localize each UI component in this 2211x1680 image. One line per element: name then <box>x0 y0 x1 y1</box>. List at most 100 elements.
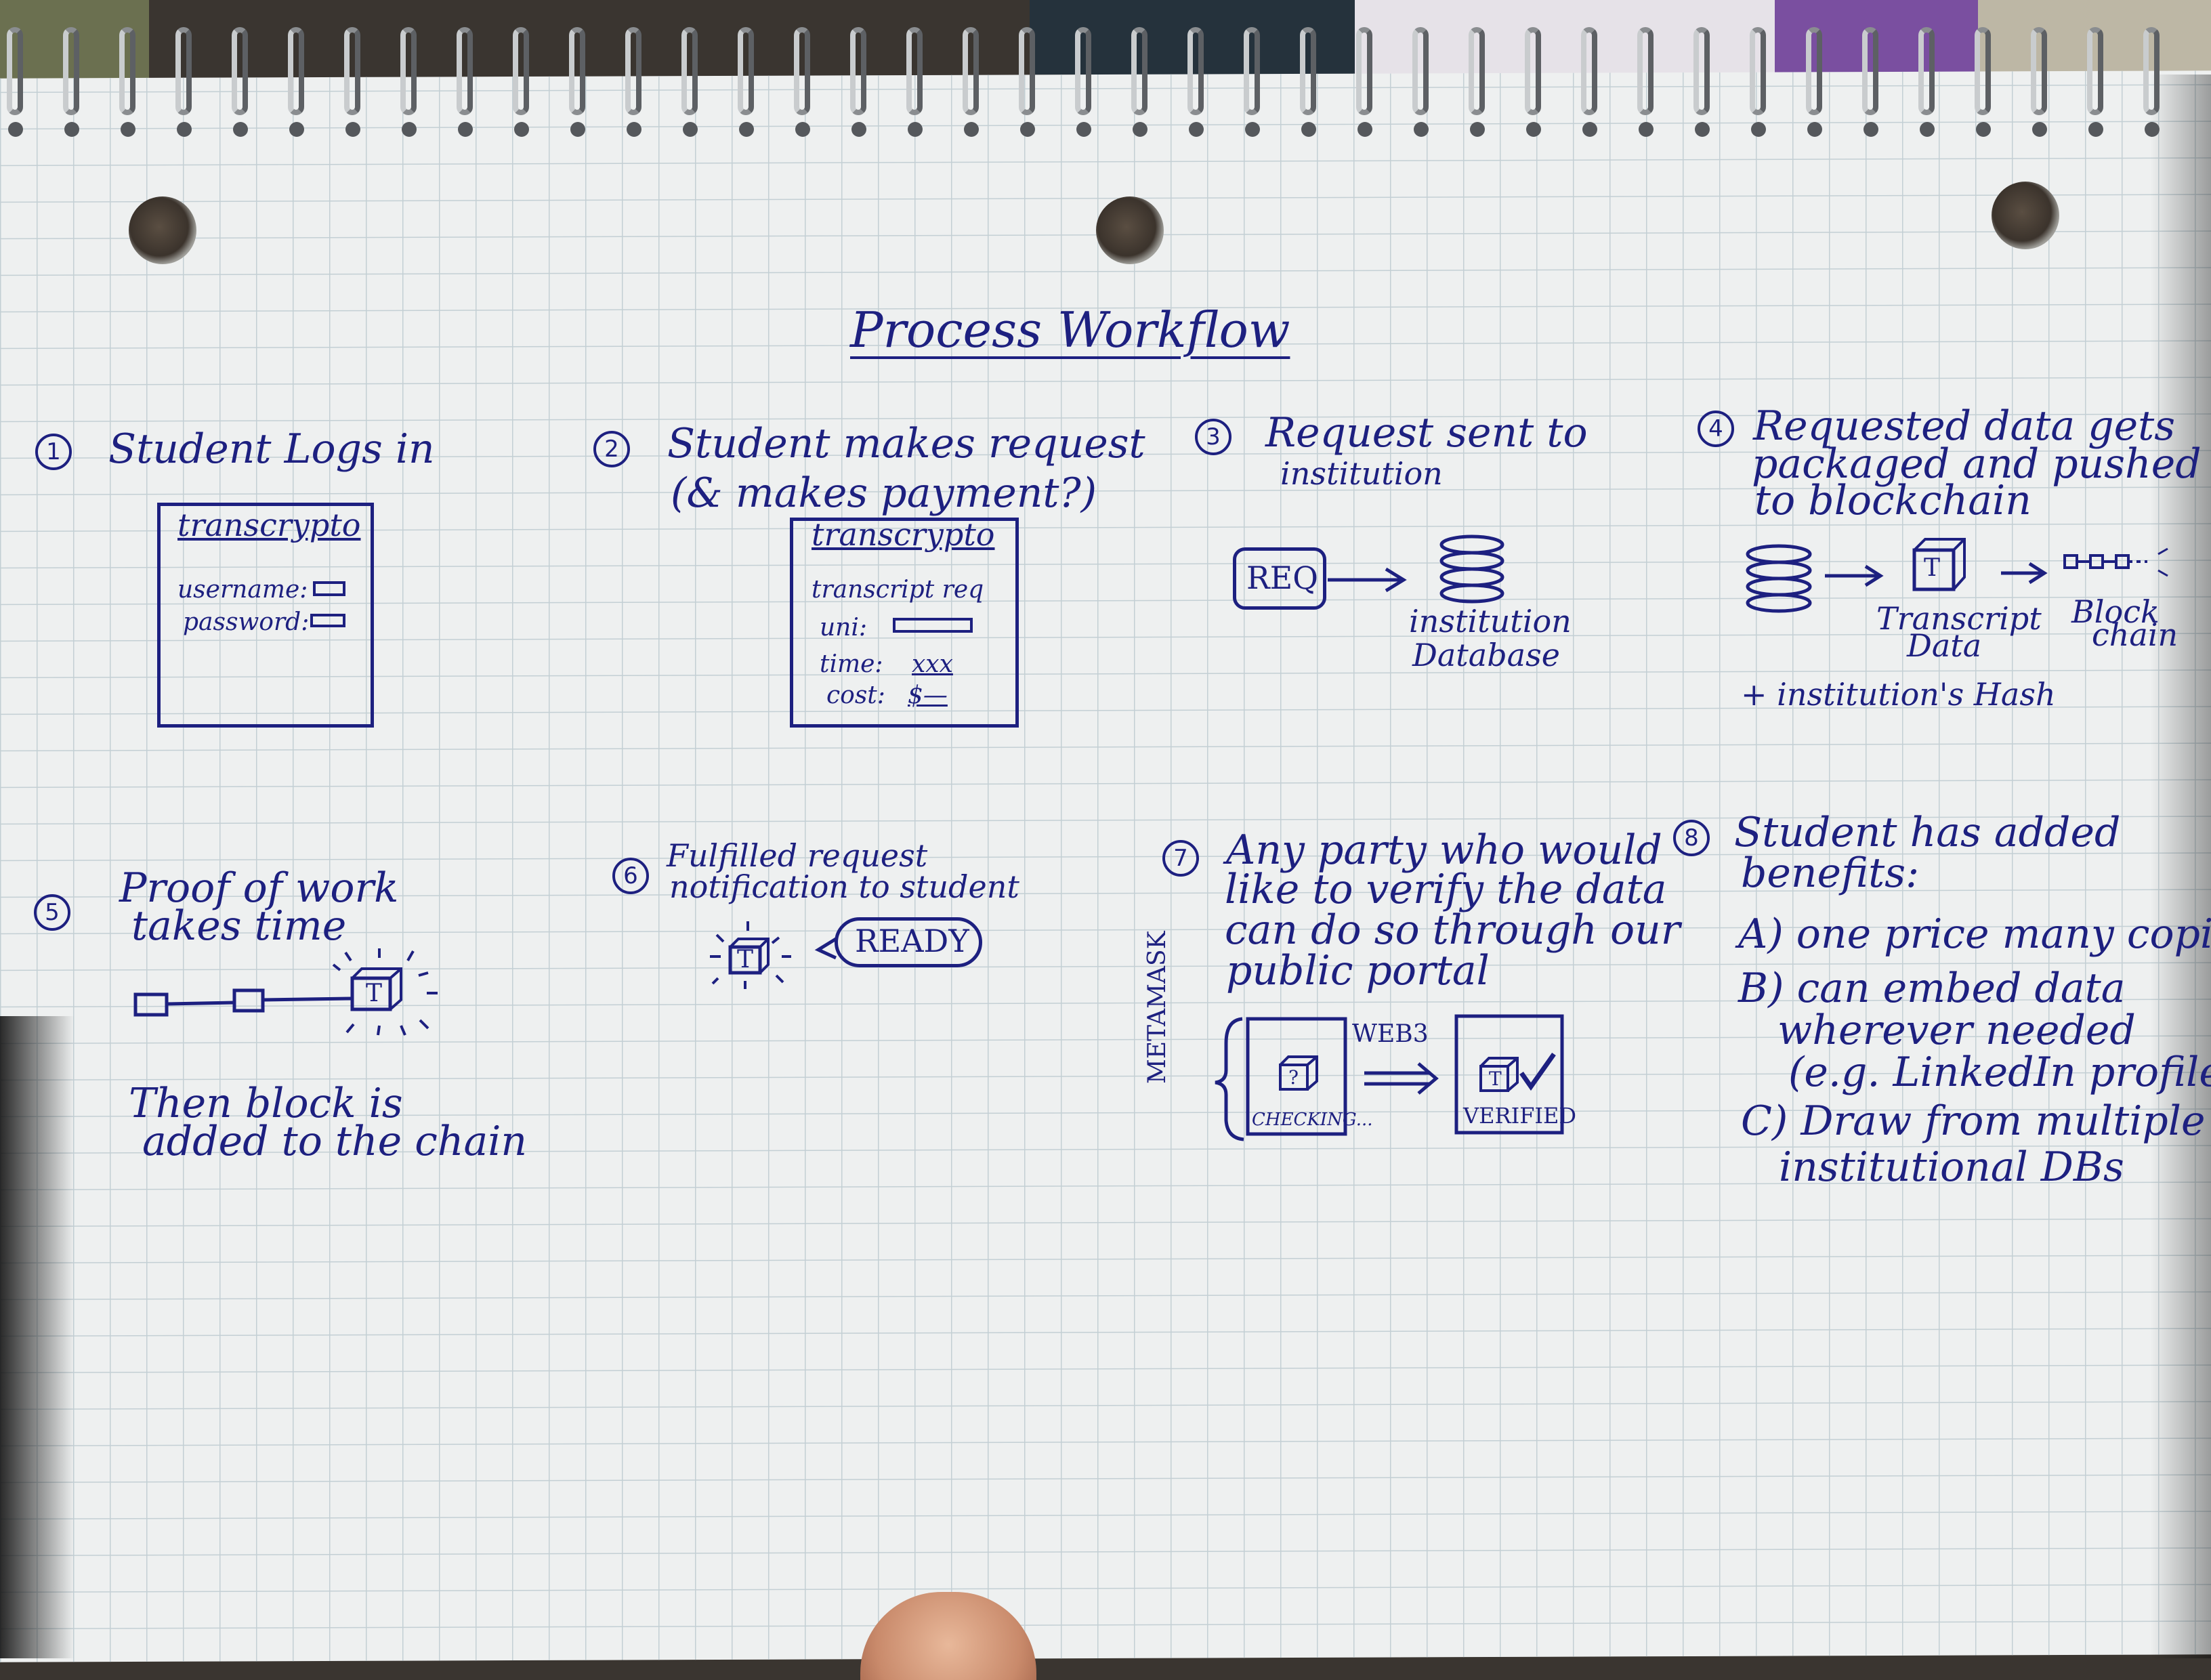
step-heading-line: like to verify the data <box>1225 866 1667 913</box>
page-edge-shadow-left <box>0 1016 75 1658</box>
step-heading: Any party who would <box>1226 826 1662 874</box>
step-heading: Student makes request <box>667 420 1145 467</box>
sketch-time-value: xxx <box>912 650 953 678</box>
spiral-coil <box>569 27 585 115</box>
sketch-app-name: transcrypto <box>177 507 361 543</box>
binding-hole <box>1076 122 1091 137</box>
page-title: Process Workflow <box>850 301 1290 358</box>
spiral-coil <box>794 27 810 115</box>
step-number: 2 <box>593 431 630 467</box>
sketch-password-field <box>310 614 345 627</box>
sketch-uni-dropdown <box>893 618 973 633</box>
transcript-data-label: Transcript <box>1876 600 2042 637</box>
binding-hole <box>345 122 360 137</box>
checking-label: CHECKING... <box>1252 1110 1373 1130</box>
binding-hole <box>121 122 135 137</box>
hash-note: + institution's Hash <box>1741 676 2056 713</box>
spiral-coil <box>681 27 698 115</box>
benefit-item: C) Draw from multiple <box>1741 1097 2206 1145</box>
binding-hole <box>2032 122 2047 137</box>
binding-hole <box>458 122 473 137</box>
sketch-cost-label: cost: <box>826 681 885 709</box>
binding-hole <box>402 122 417 137</box>
spiral-coil <box>1469 27 1485 115</box>
spiral-coil <box>1637 27 1654 115</box>
binding-hole <box>570 122 585 137</box>
database-disk <box>1439 583 1504 604</box>
spiral-coil <box>1862 27 1878 115</box>
step-number: 1 <box>35 434 72 470</box>
step-heading-line: takes time <box>131 902 347 950</box>
step-heading-line: public portal <box>1226 947 1490 994</box>
binding-hole <box>1639 122 1654 137</box>
database-label: Database <box>1412 637 1560 673</box>
binding-hole <box>627 122 641 137</box>
spiral-coil <box>625 27 641 115</box>
binding-hole <box>1414 122 1429 137</box>
request-screen-sketch <box>790 518 1019 728</box>
spiral-coil <box>175 27 192 115</box>
spiral-coil <box>850 27 866 115</box>
spiral-coil <box>1075 27 1091 115</box>
transcript-data-label: Data <box>1907 627 1982 664</box>
binding-hole <box>1582 122 1597 137</box>
spiral-coil <box>963 27 979 115</box>
spiral-coil <box>63 27 79 115</box>
spiral-coil <box>457 27 473 115</box>
request-label: REQ <box>1246 560 1318 596</box>
step-heading-line: packaged and pushed <box>1752 440 2202 488</box>
binding-hole <box>964 122 979 137</box>
punch-hole <box>129 196 196 264</box>
database-label: institution <box>1409 603 1572 639</box>
step-number: 3 <box>1195 419 1231 455</box>
binding-hole <box>1245 122 1260 137</box>
binding-hole <box>514 122 529 137</box>
step-heading: Fulfilled request <box>667 837 928 874</box>
request-box <box>1233 547 1326 610</box>
spiral-coil <box>7 27 23 115</box>
ready-label: READY <box>855 923 969 959</box>
sketch-uni-label: uni: <box>820 614 868 642</box>
cube-letter: T <box>1924 554 1941 582</box>
step-heading-line: benefits: <box>1741 849 1920 897</box>
spiral-coil <box>2031 27 2047 115</box>
binding-hole <box>2088 122 2103 137</box>
binding-hole <box>177 122 192 137</box>
login-screen-sketch <box>157 503 374 728</box>
spiral-coil <box>1693 27 1710 115</box>
step-heading-line: can do so through our <box>1225 906 1681 954</box>
binding-hole <box>1695 122 1710 137</box>
binding-hole <box>64 122 79 137</box>
binding-hole <box>1807 122 1822 137</box>
sketch-cost-value: $— <box>908 681 948 709</box>
cube-letter: T <box>366 980 383 1007</box>
benefit-item: wherever needed <box>1777 1007 2136 1054</box>
spiral-coil <box>738 27 754 115</box>
binding-hole <box>1751 122 1766 137</box>
binding-hole <box>1920 122 1935 137</box>
database-stack <box>1439 534 1504 604</box>
benefit-item: B) can embed data <box>1738 965 2126 1012</box>
binding-hole <box>851 122 866 137</box>
binding-hole <box>739 122 754 137</box>
binding-hole <box>8 122 23 137</box>
binding-hole <box>233 122 248 137</box>
sketch-time-label: time: <box>820 650 883 678</box>
spiral-coil <box>1918 27 1935 115</box>
spiral-coil <box>1187 27 1204 115</box>
spiral-coil <box>288 27 304 115</box>
cube-letter: T <box>737 946 754 973</box>
blockchain-label: Block <box>2071 593 2160 630</box>
spiral-coil <box>400 27 417 115</box>
step-heading: Requested data gets <box>1753 402 2176 450</box>
database-stack <box>1746 544 1812 613</box>
benefit-item: A) one price many copies <box>1738 910 2211 958</box>
benefit-item: institutional DBs <box>1779 1143 2124 1191</box>
punch-hole <box>1096 196 1164 264</box>
verified-cube-letter: T <box>1489 1068 1502 1090</box>
